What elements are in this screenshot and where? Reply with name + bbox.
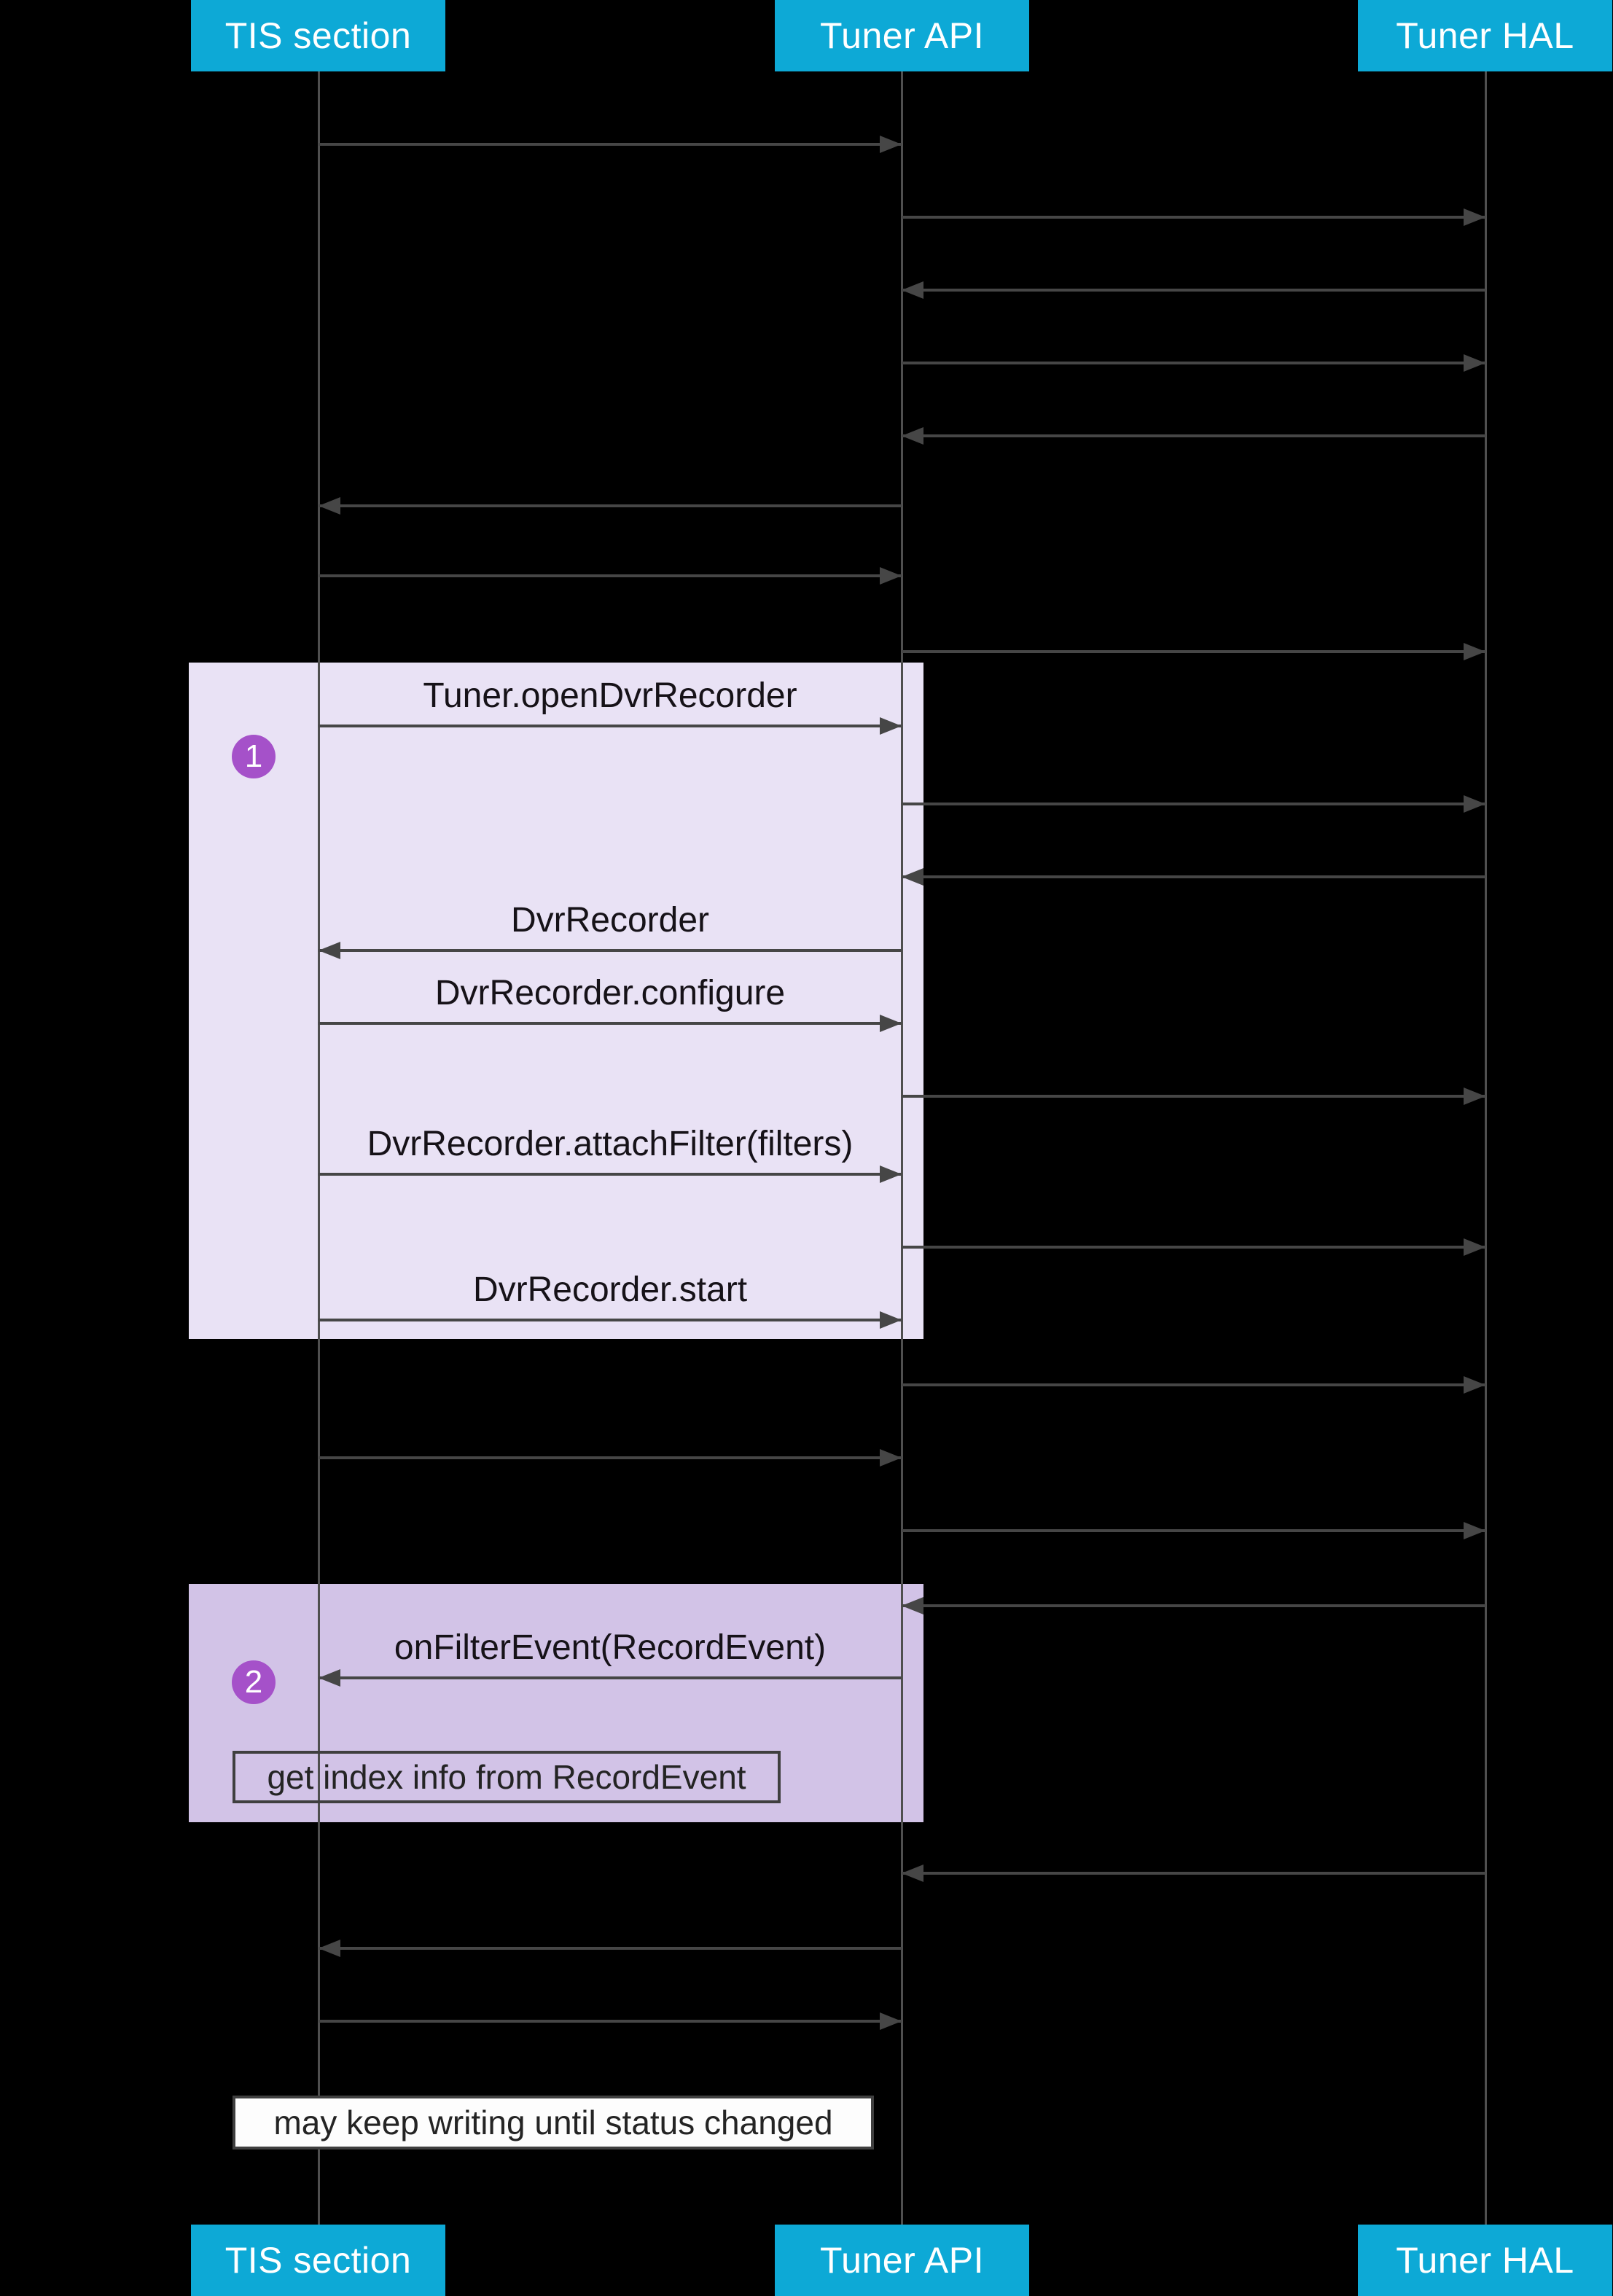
- message-arrow-shaft: [319, 725, 902, 727]
- message-arrowhead: [1464, 1088, 1485, 1105]
- message-arrow-shaft: [902, 1872, 1485, 1875]
- message-label: DvrRecorder.start: [472, 1270, 748, 1309]
- actor-header-bottom-hal: Tuner HAL: [1358, 2225, 1612, 2296]
- message-arrow-shaft: [319, 574, 902, 577]
- message-arrow-shaft: [902, 362, 1485, 364]
- message-arrowhead: [319, 497, 340, 515]
- message-label: DvrRecorder.attachFilter(filters): [367, 1125, 854, 1163]
- message-arrowhead: [880, 717, 902, 735]
- message-arrowhead: [880, 1311, 902, 1329]
- group-number-badge-1: 1: [232, 735, 276, 778]
- message-label: onFilterEvent(RecordEvent): [394, 1628, 827, 1667]
- lifeline-hal: [1485, 71, 1487, 2225]
- message-arrow-shaft: [902, 1604, 1485, 1607]
- message-arrowhead: [880, 1449, 902, 1467]
- message-arrow-shaft: [319, 1173, 902, 1176]
- message-arrowhead: [319, 942, 340, 959]
- message-arrowhead: [1464, 643, 1485, 660]
- group-box-1: [189, 663, 923, 1339]
- message-arrowhead: [902, 427, 923, 445]
- actor-header-bottom-tis: TIS section: [191, 2225, 445, 2296]
- message-arrow-shaft: [319, 1676, 902, 1679]
- message-arrowhead: [319, 1940, 340, 1957]
- message-arrow-shaft: [319, 949, 902, 952]
- message-arrowhead: [1464, 208, 1485, 226]
- note-box: get index info from RecordEvent: [233, 1751, 781, 1803]
- message-arrowhead: [880, 136, 902, 153]
- message-arrow-shaft: [319, 1456, 902, 1459]
- message-arrow-shaft: [902, 1246, 1485, 1249]
- message-arrow-shaft: [902, 1529, 1485, 1532]
- message-arrow-shaft: [902, 803, 1485, 805]
- message-arrowhead: [880, 1165, 902, 1183]
- actor-header-bottom-api: Tuner API: [775, 2225, 1029, 2296]
- lifeline-tis: [318, 71, 320, 2225]
- lifeline-api: [901, 71, 903, 2225]
- message-label: DvrRecorder: [510, 901, 710, 940]
- message-arrowhead: [1464, 1376, 1485, 1394]
- message-arrow-shaft: [319, 143, 902, 146]
- message-arrowhead: [1464, 1522, 1485, 1539]
- message-arrow-shaft: [319, 1022, 902, 1025]
- actor-header-top-tis: TIS section: [191, 0, 445, 71]
- message-arrow-shaft: [902, 650, 1485, 653]
- message-arrowhead: [1464, 795, 1485, 813]
- message-arrowhead: [319, 1669, 340, 1687]
- message-arrow-shaft: [902, 289, 1485, 292]
- message-arrow-shaft: [319, 504, 902, 507]
- message-arrow-shaft: [902, 1095, 1485, 1098]
- message-label: Tuner.openDvrRecorder: [423, 676, 797, 715]
- actor-header-top-hal: Tuner HAL: [1358, 0, 1612, 71]
- message-arrow-shaft: [319, 1947, 902, 1950]
- message-arrowhead: [902, 1864, 923, 1882]
- message-arrow-shaft: [319, 2020, 902, 2023]
- message-arrowhead: [902, 1597, 923, 1614]
- actor-header-top-api: Tuner API: [775, 0, 1029, 71]
- message-arrow-shaft: [902, 875, 1485, 878]
- message-arrowhead: [880, 1015, 902, 1032]
- message-arrowhead: [1464, 1238, 1485, 1256]
- message-arrow-shaft: [902, 1383, 1485, 1386]
- group-number-badge-2: 2: [232, 1660, 276, 1704]
- message-arrowhead: [902, 868, 923, 886]
- message-arrowhead: [1464, 354, 1485, 372]
- message-arrow-shaft: [902, 216, 1485, 219]
- note-box: may keep writing until status changed: [233, 2096, 874, 2149]
- message-arrowhead: [880, 567, 902, 585]
- message-arrow-shaft: [902, 434, 1485, 437]
- group-box-2: [189, 1584, 923, 1822]
- message-arrowhead: [902, 281, 923, 299]
- message-arrow-shaft: [319, 1319, 902, 1321]
- message-arrowhead: [880, 2012, 902, 2030]
- message-label: DvrRecorder.configure: [434, 974, 786, 1012]
